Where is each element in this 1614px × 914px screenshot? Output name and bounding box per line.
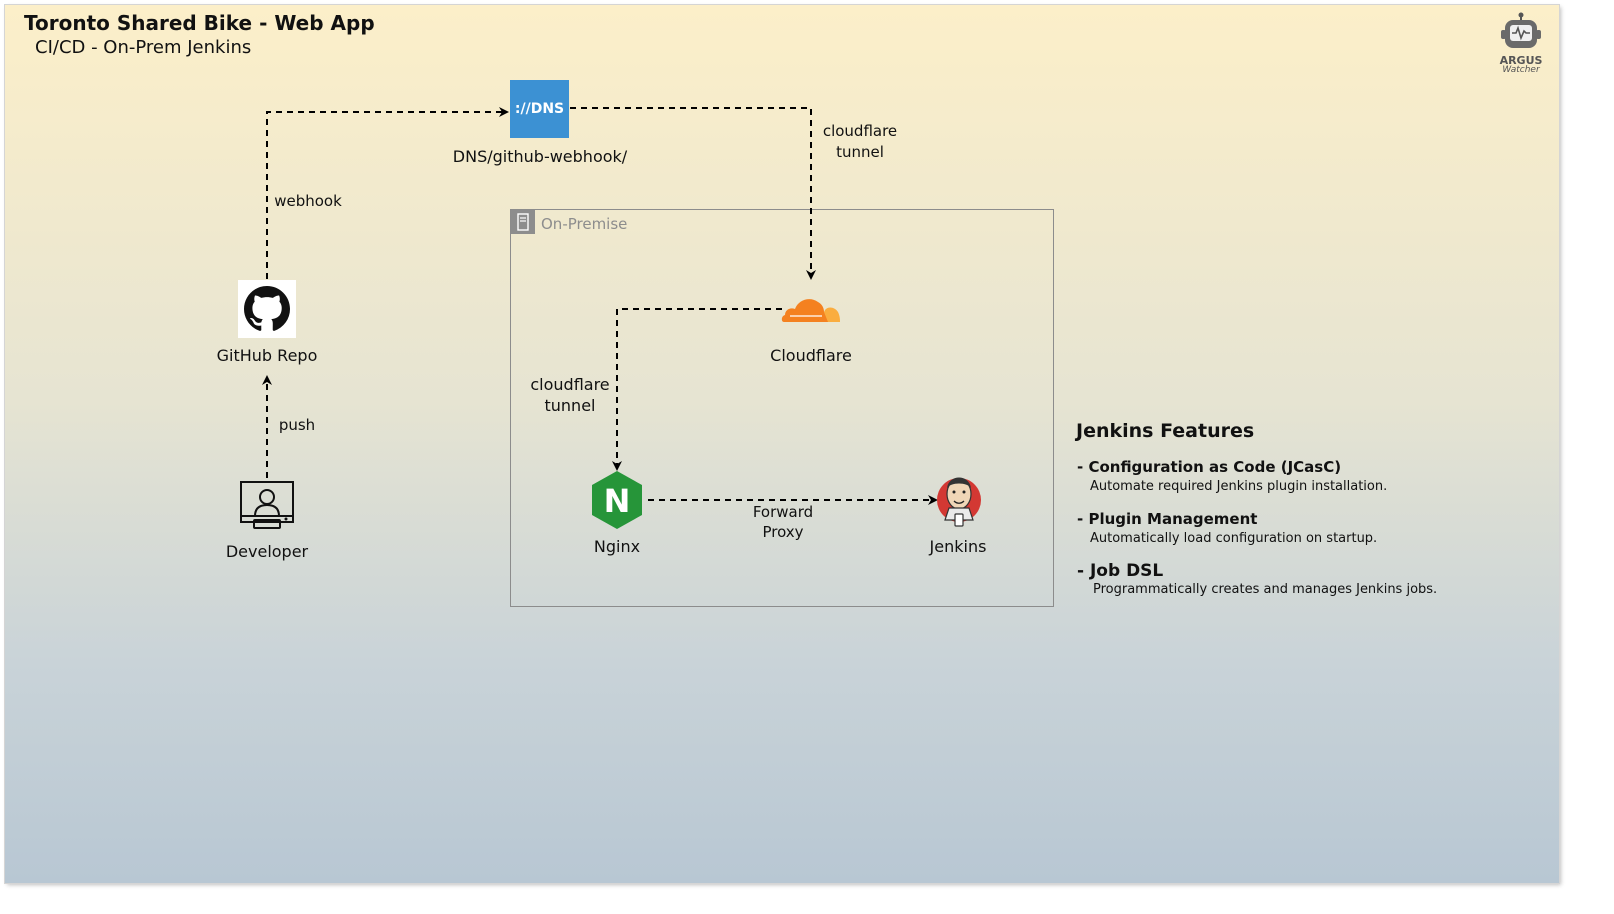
feature-heading: - Plugin Management xyxy=(1077,510,1258,528)
edge-github-to-dns xyxy=(266,107,509,279)
developer-label: Developer xyxy=(225,542,309,561)
connector-layer xyxy=(262,107,938,505)
edge-label-push: push xyxy=(278,416,316,434)
feature-item: - Configuration as Code (JCasC) Automate… xyxy=(1077,458,1387,494)
cloudflare-icon xyxy=(781,299,840,322)
nginx-badge: N xyxy=(604,482,631,520)
github-icon xyxy=(238,280,296,338)
dns-badge: ://DNS xyxy=(514,101,565,117)
feature-description: Automatically load configuration on star… xyxy=(1090,531,1378,546)
feature-heading: - Configuration as Code (JCasC) xyxy=(1077,458,1342,476)
jenkins-icon xyxy=(937,477,981,527)
github-label: GitHub Repo xyxy=(216,346,318,365)
argus-logo: ARGUS Watcher xyxy=(1493,12,1549,75)
feature-description: Automate required Jenkins plugin install… xyxy=(1090,479,1388,494)
edge-dns-to-cloudflare xyxy=(570,107,816,280)
dns-icon: ://DNS xyxy=(510,80,569,138)
on-premise-group xyxy=(510,209,1054,607)
argus-logo-name: ARGUS xyxy=(1499,54,1543,67)
page-subtitle: CI/CD - On-Prem Jenkins xyxy=(35,37,252,58)
nginx-icon: N xyxy=(592,471,642,529)
page-title: Toronto Shared Bike - Web App xyxy=(24,11,375,35)
nginx-label: Nginx xyxy=(593,537,641,556)
edge-cloudflare-to-nginx xyxy=(612,308,782,471)
server-icon xyxy=(511,210,535,234)
features-title: Jenkins Features xyxy=(1076,420,1255,442)
feature-description: Programmatically creates and manages Jen… xyxy=(1093,582,1438,597)
developer-icon xyxy=(240,481,294,529)
robot-monitor-icon xyxy=(1501,12,1541,48)
on-premise-label: On-Premise xyxy=(541,215,628,233)
dns-label: DNS/github-webhook/ xyxy=(452,147,628,166)
feature-item: - Plugin Management Automatically load c… xyxy=(1077,510,1377,546)
cloudflare-label: Cloudflare xyxy=(770,346,852,365)
feature-item: - Job DSL Programmatically creates and m… xyxy=(1077,561,1437,597)
edge-label-webhook: webhook xyxy=(274,192,342,210)
diagram-canvas xyxy=(5,5,1559,883)
jenkins-label: Jenkins xyxy=(929,537,987,556)
argus-logo-tagline: Watcher xyxy=(1502,65,1540,75)
feature-heading: - Job DSL xyxy=(1077,561,1164,581)
